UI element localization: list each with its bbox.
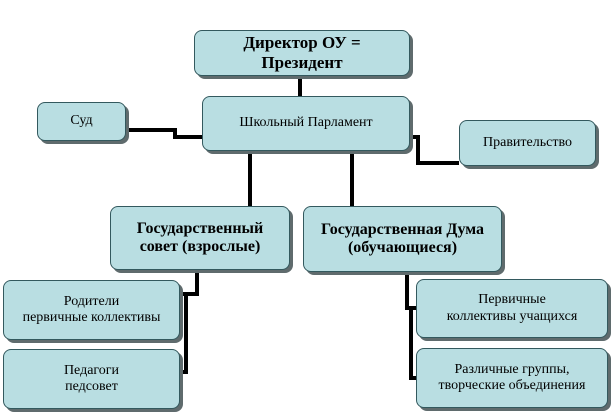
student-collectives-box: Первичные коллективы учащихся — [416, 279, 608, 338]
state-council-box: Государственный совет (взрослые) — [110, 206, 290, 270]
state-duma-box: Государственная Дума (обучающиеся) — [303, 206, 502, 272]
connector-council-parents — [180, 270, 199, 296]
connector-duma-collectives — [405, 272, 416, 310]
connector-duma-groups — [409, 308, 416, 380]
parents-box: Родители первичные коллективы — [3, 280, 180, 340]
director-box: Директор ОУ = Президент — [194, 30, 410, 76]
connector-government-parliament — [410, 135, 459, 165]
connector-court-parliament — [126, 128, 202, 139]
teachers-box: Педагоги педсовет — [3, 349, 180, 409]
parliament-box: Школьный Парламент — [202, 96, 410, 151]
groups-box: Различные группы, творческие объединения — [416, 348, 608, 408]
court-box: Суд — [37, 102, 126, 141]
government-box: Правительство — [459, 120, 596, 166]
connector-council-teachers — [180, 294, 188, 374]
